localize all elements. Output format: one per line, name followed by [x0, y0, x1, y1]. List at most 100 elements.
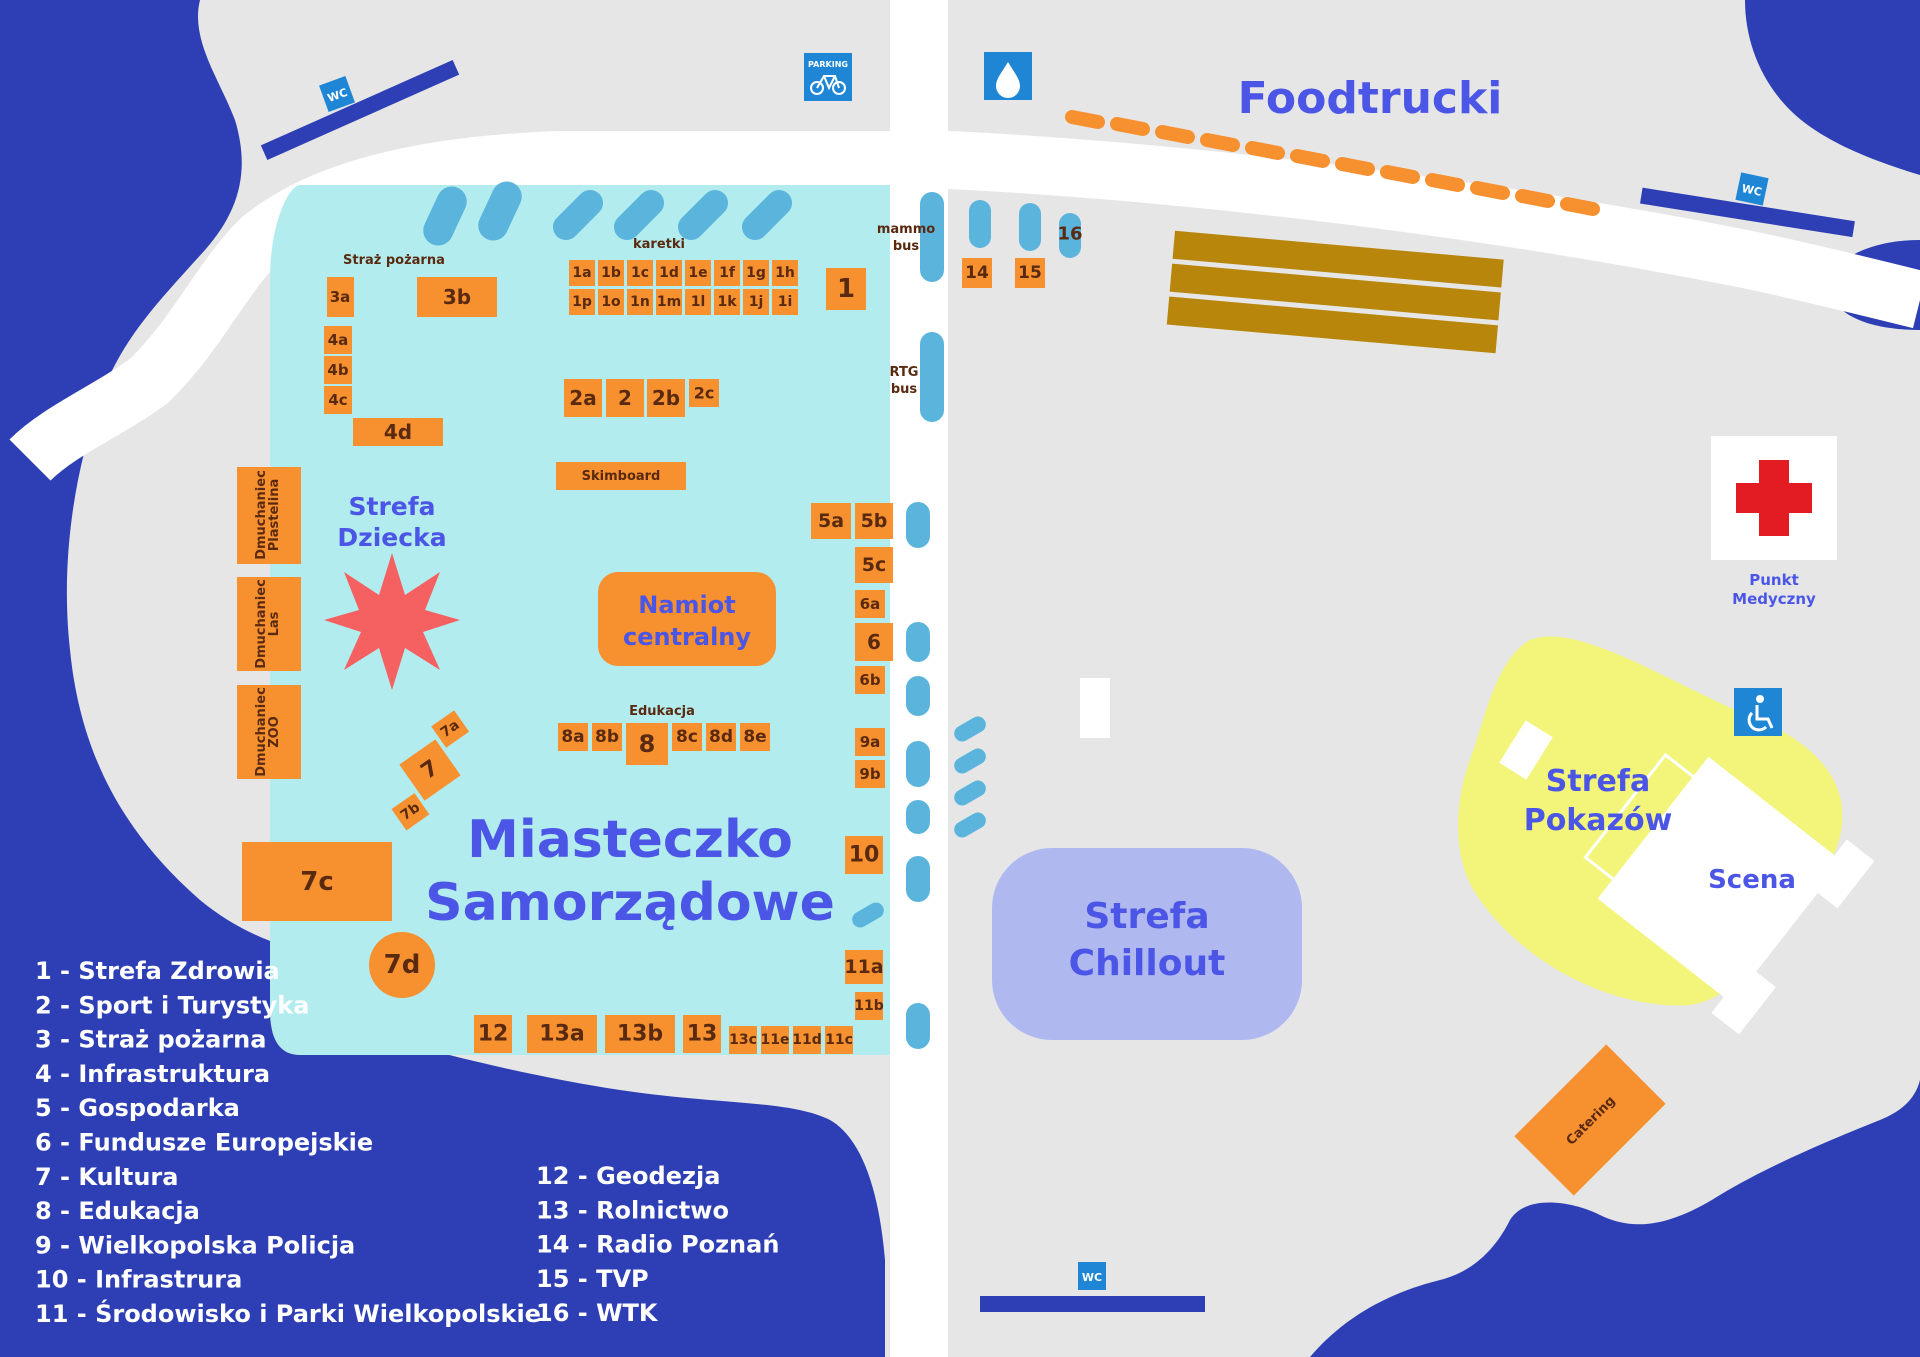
stand-13a[interactable] [527, 1015, 597, 1053]
stand-8a[interactable] [558, 723, 588, 751]
stand-8e[interactable] [740, 723, 770, 751]
stand-2b[interactable] [647, 379, 685, 417]
stand-1f[interactable] [714, 260, 740, 286]
stand-1j-label: 1j [749, 294, 764, 310]
stand-13[interactable] [683, 1015, 721, 1053]
stand-2[interactable] [606, 379, 644, 417]
stand-13c-label: 13c [729, 1032, 757, 1048]
stand-5a[interactable] [811, 503, 851, 539]
stand-1n[interactable] [627, 289, 653, 315]
strefa-dziecka-star [324, 553, 460, 690]
stand-2c[interactable] [689, 379, 719, 407]
stand-1p-label: 1p [572, 294, 592, 310]
stand-7c[interactable] [242, 842, 392, 921]
wc-label-2: WC [1740, 182, 1762, 199]
stand-6a[interactable] [855, 590, 885, 618]
stand-11b[interactable] [855, 992, 883, 1020]
stand-1k[interactable] [714, 289, 740, 315]
stand-7a[interactable] [431, 710, 470, 748]
stand-14[interactable] [962, 258, 992, 288]
straz-label: Straż pożarna [343, 253, 445, 268]
stand-10-label: 10 [849, 843, 880, 868]
stand-9a-label: 9a [860, 733, 881, 751]
stand-1g[interactable] [743, 260, 769, 286]
stand-7[interactable] [399, 739, 461, 801]
wc-bottom: WC [980, 1262, 1205, 1312]
stand-1o[interactable] [598, 289, 624, 315]
stand-9b[interactable] [855, 760, 885, 788]
stand-5b[interactable] [855, 503, 893, 539]
medical-label-line1: Punkt [1749, 571, 1799, 589]
stand-15[interactable] [1015, 258, 1045, 288]
stand-1j[interactable] [743, 289, 769, 315]
stand-1h[interactable] [772, 260, 798, 286]
stand-5c[interactable] [855, 547, 893, 583]
svg-text:DmuchaniecLas: DmuchaniecLas [254, 579, 282, 669]
stand-13c[interactable] [729, 1026, 757, 1054]
mammobus-line2: bus [893, 239, 920, 254]
stand-1c[interactable] [627, 260, 653, 286]
stand-2a[interactable] [564, 379, 602, 417]
miasteczko-area [270, 185, 890, 1055]
stand-1m[interactable] [656, 289, 682, 315]
stand-12[interactable] [474, 1015, 512, 1053]
legend-item: 11 - Środowisko i Parki Wielkopolskie [35, 1298, 541, 1328]
stand-11a-label: 11a [844, 956, 883, 978]
stand-1[interactable] [826, 268, 866, 310]
row-1-bottom: 1p 1o 1n 1m 1l 1k 1j 1i [569, 289, 798, 315]
legend-item: 12 - Geodezja [536, 1162, 720, 1190]
stand-6[interactable] [855, 623, 893, 661]
stand-11e[interactable] [761, 1026, 789, 1054]
stand-1b[interactable] [598, 260, 624, 286]
stand-9a[interactable] [855, 728, 885, 756]
stand-1e[interactable] [685, 260, 711, 286]
page-title: Foodtrucki [1238, 73, 1503, 124]
parking-label: PARKING [808, 60, 848, 69]
stand-8-label: 8 [639, 730, 656, 758]
wc-top-left: WC [260, 59, 460, 161]
stand-1n-label: 1n [630, 294, 650, 310]
stand-5c-label: 5c [862, 554, 886, 576]
stand-7d[interactable] [369, 932, 435, 998]
stand-13b[interactable] [605, 1015, 675, 1053]
stand-4a[interactable] [324, 326, 352, 354]
stand-1l[interactable] [685, 289, 711, 315]
stand-7d-label: 7d [384, 950, 421, 980]
stand-2-label: 2 [618, 386, 632, 410]
legend-item: 8 - Edukacja [35, 1197, 200, 1225]
stand-10[interactable] [845, 836, 883, 874]
rtgbus-line2: bus [891, 382, 918, 397]
stand-1i[interactable] [772, 289, 798, 315]
curved-road [9, 131, 1920, 482]
stand-11d[interactable] [793, 1026, 821, 1054]
stand-3b[interactable] [417, 277, 497, 317]
strefa-dziecka-line2: Dziecka [337, 523, 446, 552]
stand-1d[interactable] [656, 260, 682, 286]
stand-3b-label: 3b [443, 285, 471, 309]
stand-4d[interactable] [353, 418, 443, 446]
stand-4c[interactable] [324, 386, 352, 414]
legend-item: 1 - Strefa Zdrowia [35, 957, 280, 985]
stand-7b[interactable] [391, 793, 430, 831]
stand-8[interactable] [626, 723, 668, 765]
stand-8b[interactable] [592, 723, 622, 751]
stand-4b[interactable] [324, 356, 352, 384]
chillout-zone [992, 848, 1302, 1040]
stand-16-label: 16 [1057, 224, 1082, 245]
stand-11a[interactable] [845, 950, 883, 984]
stand-11e-label: 11e [761, 1032, 790, 1048]
svg-text:DmuchaniecPlastelina: DmuchaniecPlastelina [254, 470, 282, 560]
stand-11c[interactable] [825, 1026, 853, 1054]
stand-8c[interactable] [672, 723, 702, 751]
stand-7c-label: 7c [300, 867, 334, 897]
stand-1a[interactable] [569, 260, 595, 286]
stand-1b-label: 1b [601, 265, 621, 281]
stand-6b[interactable] [855, 666, 885, 694]
stand-8d[interactable] [706, 723, 736, 751]
stand-1p[interactable] [569, 289, 595, 315]
stand-3a[interactable] [327, 277, 354, 317]
